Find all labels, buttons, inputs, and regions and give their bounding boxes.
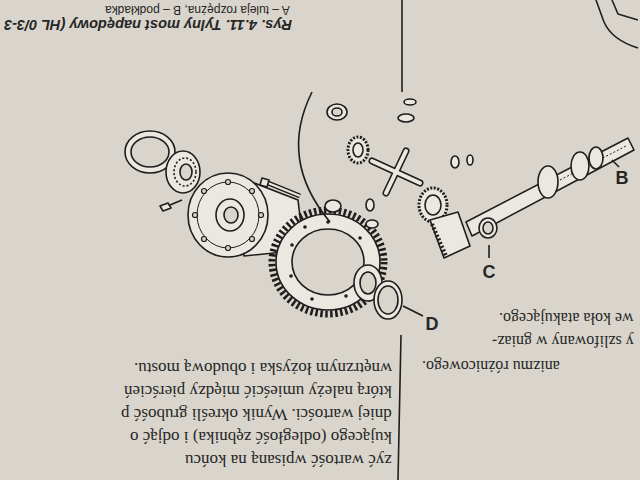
- bearing: [538, 166, 558, 198]
- differential-hub: [216, 199, 244, 231]
- inset-boundary: [299, 92, 330, 222]
- shim-ring: [378, 286, 398, 314]
- body-text-line: y szlifowany w gniaz-: [492, 332, 634, 350]
- bolt: [160, 203, 171, 211]
- leader-line: [488, 245, 490, 258]
- pinion-teeth: [432, 224, 446, 256]
- leader-line: [612, 160, 619, 167]
- body-text-line: którą należy umieścić między pierścień: [124, 381, 392, 401]
- leader-line: [403, 306, 423, 316]
- bolt: [260, 178, 269, 187]
- housing-fragment: [612, 0, 638, 20]
- bevel-gear: [348, 137, 368, 163]
- body-text-line: dniej wartości. Wynik określi grubość p: [121, 404, 392, 424]
- spider-cross: [372, 151, 420, 193]
- body-text-line: kującego (odległość zębnika) i odjąć o: [130, 427, 392, 447]
- washer: [479, 218, 497, 238]
- column-rule: [398, 335, 401, 480]
- ring-gear: [272, 210, 384, 314]
- column-rule: [401, 0, 403, 92]
- bolt: [170, 200, 182, 205]
- body-text-line: wnętrznym łożyska i obudową mostu.: [134, 358, 392, 378]
- bearing: [571, 152, 589, 180]
- callout-letter: B: [616, 168, 629, 189]
- body-text-line: anizmu różnicowego.: [422, 357, 560, 375]
- washer: [332, 108, 342, 116]
- bearing: [166, 151, 200, 193]
- bearing: [174, 158, 196, 186]
- bolt: [268, 183, 300, 196]
- ring-gear: [292, 229, 364, 295]
- caption-legend: A – tuleja rozpężna, B – podkładka: [105, 2, 290, 16]
- housing-fragment: [596, 0, 638, 48]
- shim-ring: [374, 281, 402, 319]
- washer: [451, 156, 459, 168]
- differential-flange: [188, 173, 268, 257]
- differential-hub: [224, 207, 238, 223]
- washer: [325, 200, 341, 212]
- bearing: [180, 164, 192, 180]
- washer: [467, 155, 473, 165]
- side-gear: [425, 195, 441, 215]
- spider-cross: [372, 151, 420, 193]
- washer: [327, 104, 347, 120]
- callout-letter: C: [483, 262, 496, 283]
- washer: [366, 199, 374, 211]
- spacer: [589, 147, 603, 169]
- washer: [483, 222, 493, 234]
- pinion-gear: [430, 212, 470, 258]
- bearing: [360, 272, 376, 294]
- bolt: [268, 183, 300, 196]
- gasket-ring: [131, 137, 169, 167]
- figure-caption: Rys. 4.11. Tylny most napędowy (HL 0/3-3: [4, 16, 292, 33]
- body-text-line: zyć wartość wpisaną na końcu: [185, 450, 392, 470]
- washer: [366, 220, 378, 228]
- bevel-gear: [353, 143, 363, 157]
- body-text-line: we koła atakującego.: [499, 309, 634, 327]
- callout-letter: D: [426, 314, 439, 335]
- washer: [404, 99, 416, 105]
- washer: [398, 114, 414, 122]
- differential-flange: [197, 182, 259, 248]
